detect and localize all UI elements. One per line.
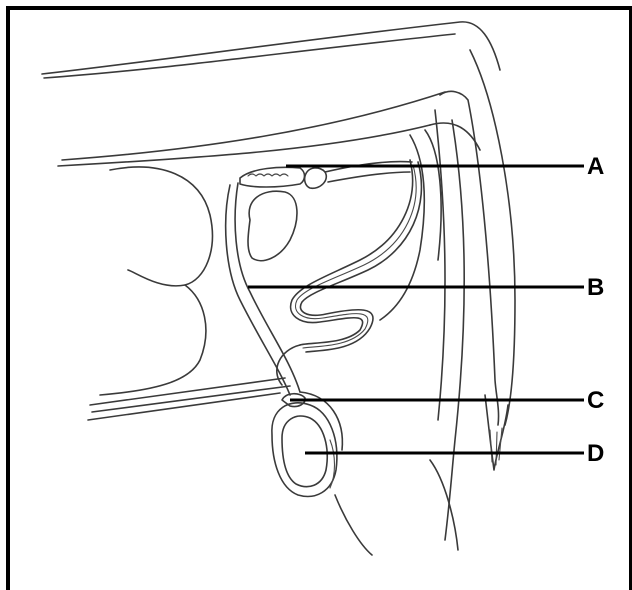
label-a: A <box>587 153 604 180</box>
rectum-outline <box>100 167 212 395</box>
accessory-glands <box>240 162 412 261</box>
belly-outline <box>88 378 458 555</box>
label-c: C <box>587 387 604 414</box>
body-outline <box>42 22 500 166</box>
testis <box>272 394 337 497</box>
label-b: B <box>587 274 604 301</box>
label-d: D <box>587 440 604 467</box>
